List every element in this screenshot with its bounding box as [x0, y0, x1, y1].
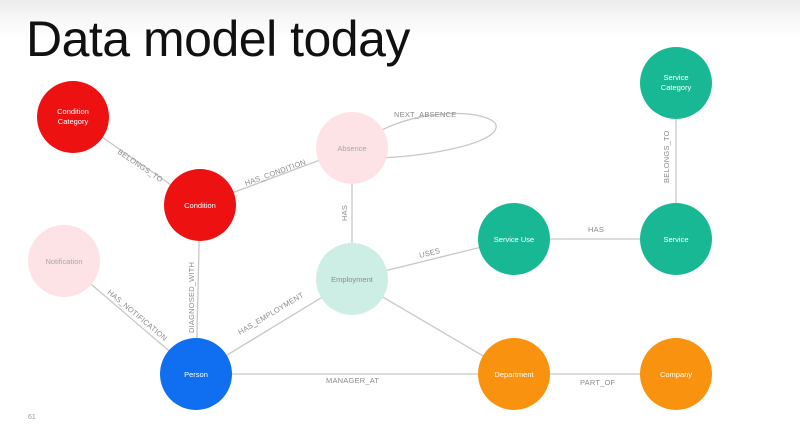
node-company[interactable]: Company [640, 338, 712, 410]
node-circle [640, 47, 712, 119]
node-circle [28, 225, 100, 297]
edge-label-has-service: HAS [588, 225, 604, 234]
node-service[interactable]: Service [640, 203, 712, 275]
node-label: Service [663, 235, 688, 244]
node-label-line1: Service [663, 73, 688, 82]
node-label: Notification [45, 257, 82, 266]
edge-label-manager-at: MANAGER_AT [326, 376, 379, 385]
node-circle [316, 243, 388, 315]
edge-next-absence [377, 112, 497, 159]
node-service-category[interactable]: Service Category [640, 47, 712, 119]
node-label-line1: Condition [57, 107, 89, 116]
node-person[interactable]: Person [160, 338, 232, 410]
node-label: Company [660, 370, 692, 379]
node-circle [478, 338, 550, 410]
node-label: Service Use [494, 235, 534, 244]
edge-label-next-absence: NEXT_ABSENCE [394, 110, 456, 119]
edge-label-has-notification: HAS_NOTIFICATION [106, 288, 169, 343]
node-label: Condition [184, 201, 216, 210]
node-label: Department [494, 370, 534, 379]
edge-label-has-condition: HAS_CONDITION [244, 157, 307, 187]
node-circle [478, 203, 550, 275]
node-circle [640, 203, 712, 275]
node-condition[interactable]: Condition [164, 169, 236, 241]
node-circle [640, 338, 712, 410]
node-employment[interactable]: Employment [316, 243, 388, 315]
node-circle [316, 112, 388, 184]
node-department[interactable]: Department [478, 338, 550, 410]
node-label: Employment [331, 275, 374, 284]
node-circle [164, 169, 236, 241]
edge-label-belongs-to-condition: BELONGS_TO [116, 147, 165, 184]
node-label: Person [184, 370, 208, 379]
node-circle [37, 81, 109, 153]
slide-title: Data model today [26, 11, 410, 67]
node-condition-category[interactable]: Condition Category [37, 81, 109, 153]
node-label-line2: Category [58, 117, 89, 126]
node-absence[interactable]: Absence [316, 112, 388, 184]
node-label: Absence [337, 144, 366, 153]
nodes: Condition Category Condition Absence Not… [28, 47, 712, 410]
node-service-use[interactable]: Service Use [478, 203, 550, 275]
page-number: 61 [28, 414, 36, 421]
edge-label-diagnosed-with: DIAGNOSED_WITH [187, 262, 196, 333]
node-label-line2: Category [661, 83, 692, 92]
edge-label-part-of: PART_OF [580, 378, 616, 387]
node-notification[interactable]: Notification [28, 225, 100, 297]
edge-label-belongs-to-service: BELONGS_TO [662, 130, 671, 183]
edge-label-has-absence: HAS [340, 205, 349, 221]
node-circle [160, 338, 232, 410]
